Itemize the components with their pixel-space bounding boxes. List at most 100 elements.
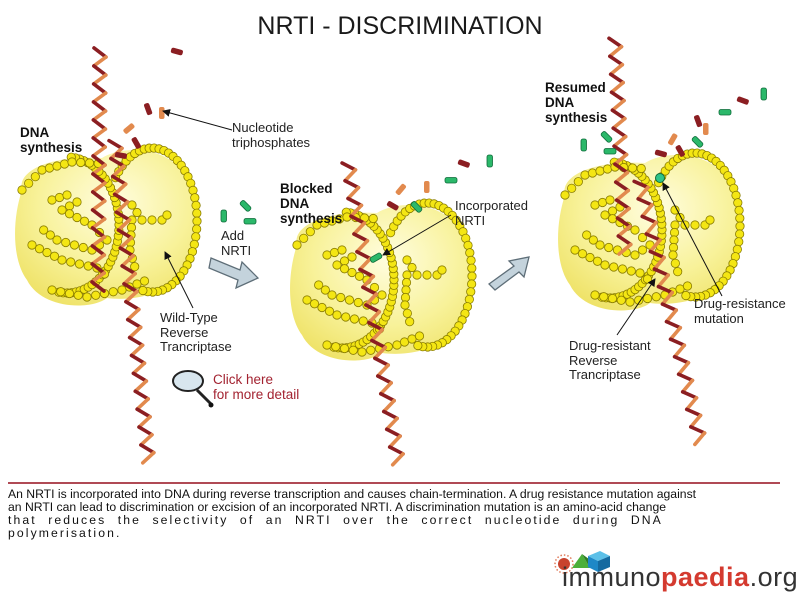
amino-acid-bead	[69, 240, 80, 250]
amino-acid-bead	[595, 240, 605, 250]
dna-strand-segment	[640, 203, 654, 219]
dna-strand-segment	[616, 224, 632, 238]
amino-acid-bead	[705, 215, 715, 225]
amino-acid-bead	[357, 347, 367, 357]
dna-strand-segment	[693, 431, 707, 447]
drug-resistant-rt-label: Drug-resistant Reverse Trancriptase	[569, 338, 651, 383]
dna-strand-segment	[90, 244, 107, 257]
dna-strand-segment	[112, 192, 130, 204]
amino-acid-bead	[34, 244, 45, 254]
amino-acid-bead	[733, 198, 743, 208]
dna-strand-segment	[110, 164, 126, 179]
nucleotide	[131, 137, 141, 149]
heading-line: DNA	[280, 196, 310, 211]
dna-strand-segment	[90, 208, 107, 221]
amino-acid-bead	[634, 295, 644, 305]
amino-acid-bead	[405, 317, 415, 327]
dna-strand-segment	[379, 391, 396, 403]
dna-strand-segment	[114, 210, 132, 222]
caption-line: that reduces the selectivity of an NRTI …	[8, 513, 663, 540]
link-line[interactable]: for more detail	[213, 387, 300, 402]
dna-strand-segment	[346, 196, 364, 208]
dna-strand-segment	[613, 170, 630, 184]
dna-strand-segment	[139, 432, 154, 447]
page-title: NRTI - DISCRIMINATION	[257, 12, 543, 40]
amino-acid-bead	[139, 276, 150, 286]
amino-acid-bead	[138, 285, 148, 296]
dna-strand-segment	[109, 156, 126, 169]
amino-acid-bead	[668, 250, 678, 260]
magnifier-icon[interactable]	[172, 370, 214, 408]
logo-sphere-icon	[554, 554, 574, 574]
detail-link[interactable]: Click here for more detail	[213, 372, 299, 402]
amino-acid-bead	[74, 259, 85, 269]
dna-strand-segment	[676, 361, 691, 377]
amino-acid-bead	[147, 215, 157, 225]
dna-strand-segment	[124, 289, 139, 304]
link-line[interactable]: Click here	[213, 372, 274, 387]
amino-acid-bead	[607, 214, 618, 224]
amino-acid-bead	[337, 245, 347, 255]
dna-strand-segment	[636, 197, 654, 207]
dna-strand-segment	[373, 345, 387, 361]
dna-strand-segment	[689, 413, 703, 429]
amino-acid-bead	[66, 257, 76, 267]
dna-strand-segment	[381, 398, 396, 414]
nrti-molecule	[486, 154, 493, 168]
nucleotide	[424, 181, 430, 193]
dna-strand-segment	[349, 203, 364, 219]
nucleotide	[144, 103, 153, 116]
amino-acid-bead	[577, 249, 588, 259]
nucleotide	[654, 149, 667, 158]
dna-strand-segment	[110, 174, 128, 186]
amino-acid-bead	[599, 292, 609, 302]
dna-strand-segment	[127, 325, 143, 340]
label-line: Incorporated	[455, 198, 528, 213]
dna-strand-segment	[367, 310, 382, 325]
dna-strand-segment	[129, 343, 145, 358]
dna-template-strand	[340, 161, 405, 467]
dna-template-strand	[607, 36, 633, 256]
dna-strand-segment	[118, 236, 134, 250]
blocked-heading: Blocked DNA synthesis	[280, 181, 342, 226]
dna-strand-segment	[608, 72, 625, 85]
amino-acid-bead	[192, 208, 202, 218]
dna-strand-segment	[660, 302, 679, 312]
dna-strand-segment	[614, 198, 631, 211]
amino-acid-bead	[637, 245, 648, 255]
dna-strand-segment	[91, 145, 107, 158]
amino-acid-bead	[27, 240, 37, 250]
dna-strand-segment	[91, 91, 108, 104]
dna-strand-segment	[613, 152, 629, 166]
amino-acid-bead	[353, 297, 363, 308]
heading-line: synthesis	[20, 140, 83, 155]
dna-template-strand	[107, 138, 156, 465]
nucleotide	[675, 145, 685, 157]
logo-cube-icon	[588, 551, 610, 572]
nucleotide	[170, 47, 183, 56]
amino-acid-bead	[413, 340, 423, 351]
nucleotide	[123, 123, 135, 134]
dna-strand-segment	[648, 249, 666, 260]
logo-wordmark[interactable]: immunopaedia.org	[562, 562, 798, 593]
dna-strand-segment	[617, 242, 633, 256]
nucleotide	[668, 133, 678, 146]
amino-acid-bead	[607, 293, 618, 304]
amino-acid-bead	[602, 164, 613, 174]
amino-acid-bead	[192, 224, 202, 234]
amino-acid-bead	[44, 163, 55, 173]
dna-strand-segment	[648, 238, 662, 254]
amino-acid-bead	[670, 258, 680, 268]
dna-strand-segment	[367, 320, 385, 332]
dna-strand-segment	[390, 452, 405, 467]
dna-strand-segment	[92, 46, 108, 59]
dna-strand-segment	[680, 378, 695, 394]
amino-acid-bead	[590, 290, 600, 300]
dna-strand-segment	[644, 232, 662, 242]
dna-strand-segment	[656, 284, 674, 295]
dna-strand-segment	[92, 55, 108, 68]
nrti-molecule	[444, 177, 458, 184]
amino-acid-bead	[637, 232, 648, 243]
amino-acid-bead	[467, 263, 477, 273]
dna-strand-segment	[355, 239, 370, 254]
